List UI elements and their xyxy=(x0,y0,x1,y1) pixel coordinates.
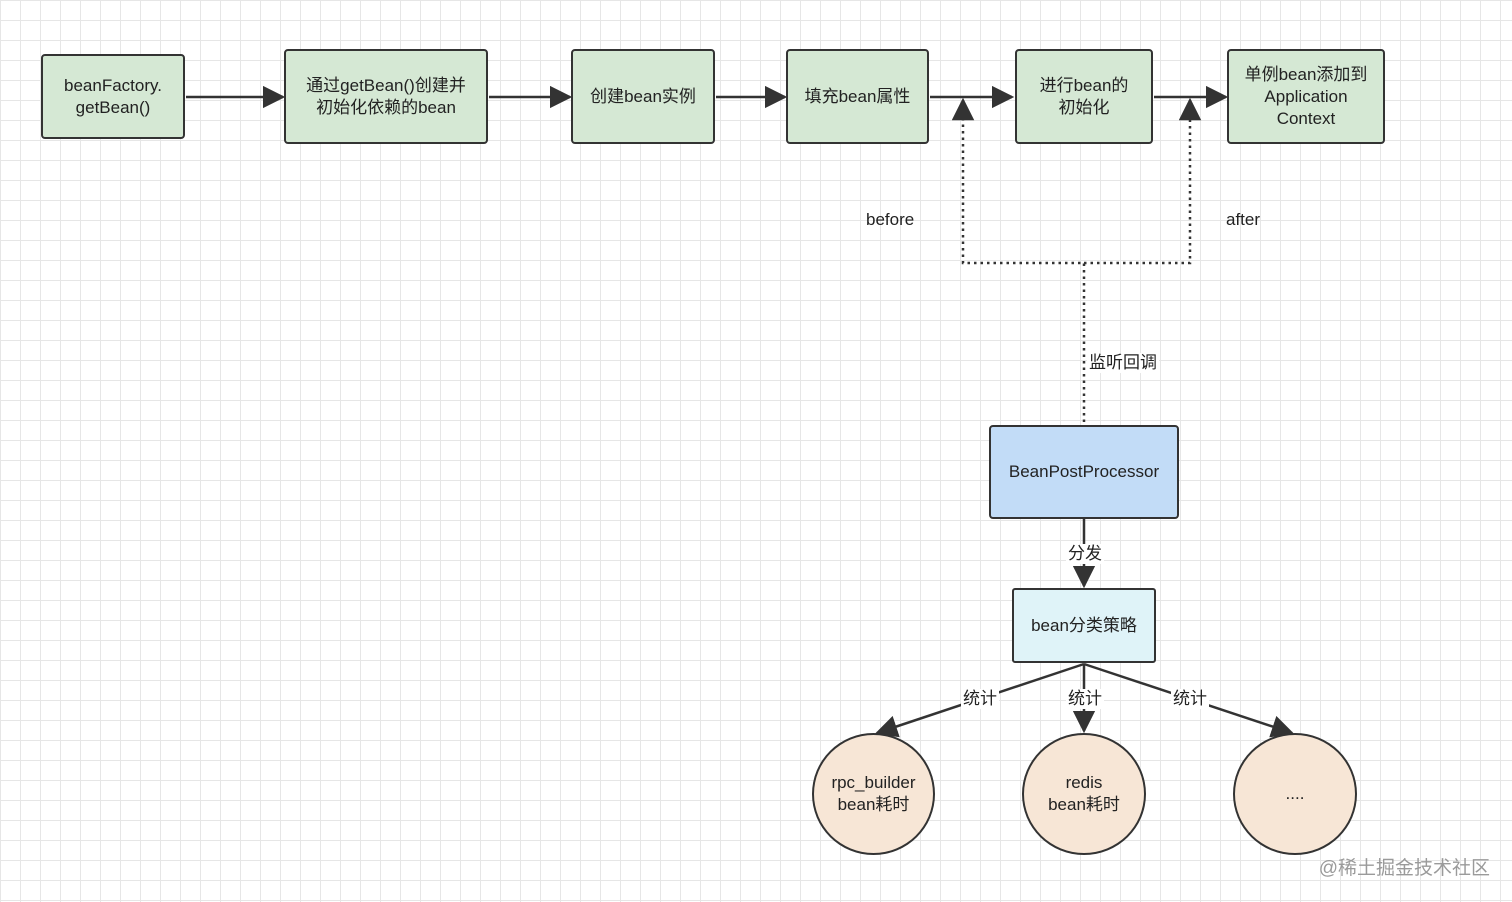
node-rpc-builder: rpc_builder bean耗时 xyxy=(812,733,935,855)
edge-label-after: after xyxy=(1226,210,1261,229)
edge-label-before: before xyxy=(866,210,915,229)
watermark: @稀土掘金技术社区 xyxy=(1318,858,1490,879)
node-populate-properties: 填充bean属性 xyxy=(786,49,929,144)
node-add-context: 单例bean添加到 Application Context xyxy=(1227,49,1385,144)
node-bean-post-processor-label: BeanPostProcessor xyxy=(1008,462,1160,481)
edge-callback-before xyxy=(951,97,1086,422)
edge-label-stat-left: 统计 xyxy=(961,689,999,709)
node-strategy: bean分类策略 xyxy=(1012,588,1156,663)
node-create-instance: 创建bean实例 xyxy=(571,49,715,144)
node-strategy-label: bean分类策略 xyxy=(1031,615,1137,635)
node-redis: redis bean耗时 xyxy=(1022,733,1146,855)
node-add-context-label: 单例bean添加到 Application Context xyxy=(1244,64,1368,128)
node-populate-properties-label: 填充bean属性 xyxy=(804,86,911,106)
node-get-bean-deps: 通过getBean()创建并 初始化依赖的bean xyxy=(284,49,488,144)
node-initialize-label: 进行bean的 初始化 xyxy=(1039,75,1129,117)
node-more-label: .... xyxy=(1285,784,1305,803)
node-redis-label: redis bean耗时 xyxy=(1048,773,1120,814)
edge-label-stat-right: 统计 xyxy=(1171,689,1209,709)
node-more: .... xyxy=(1233,733,1357,855)
edge-label-stat-mid: 统计 xyxy=(1066,689,1104,709)
node-create-instance-label: 创建bean实例 xyxy=(590,86,696,106)
node-get-bean-deps-label: 通过getBean()创建并 初始化依赖的bean xyxy=(306,75,466,117)
node-initialize: 进行bean的 初始化 xyxy=(1015,49,1153,144)
node-bean-factory: beanFactory. getBean() xyxy=(41,54,185,139)
node-rpc-builder-label: rpc_builder bean耗时 xyxy=(831,773,916,814)
edge-label-dispatch: 分发 xyxy=(1066,544,1104,564)
edge-label-listen-callback: 监听回调 xyxy=(1087,353,1159,373)
edge-callback-after xyxy=(1084,97,1202,265)
node-bean-post-processor: BeanPostProcessor xyxy=(989,425,1179,519)
node-bean-factory-label: beanFactory. getBean() xyxy=(64,75,162,117)
